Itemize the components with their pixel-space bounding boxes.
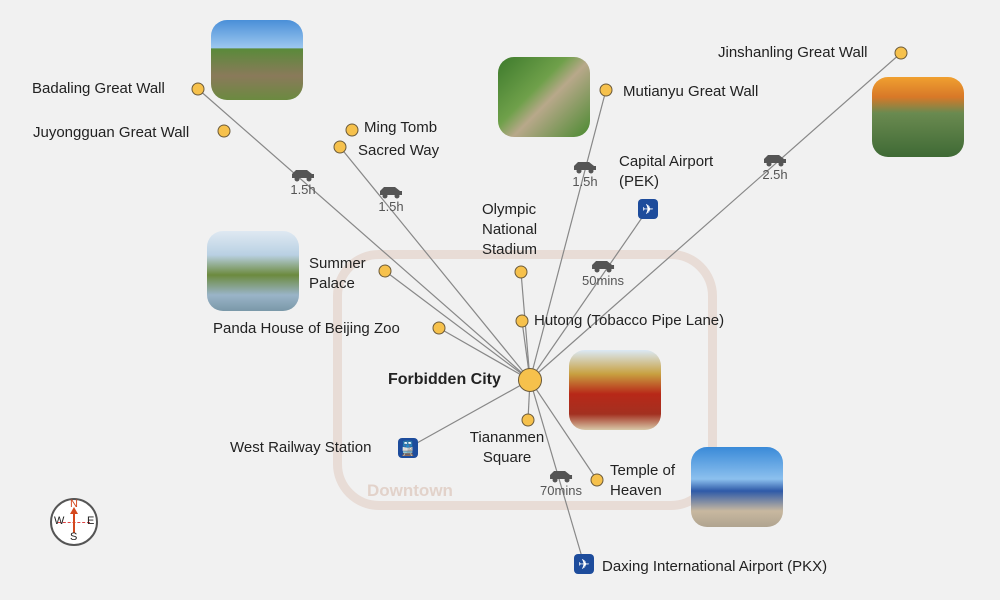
travel-time-badaling: 1.5h	[290, 168, 316, 197]
route-westrail	[407, 379, 531, 449]
car-icon	[764, 155, 786, 167]
travel-time-daxing: 70mins	[540, 469, 582, 498]
juyongguan-marker[interactable]	[217, 124, 231, 138]
summer-palace-label[interactable]: Summer Palace	[309, 255, 366, 292]
forbidden-city-photo	[569, 350, 661, 430]
summer-palace-photo	[207, 231, 299, 311]
jinshanling-marker[interactable]	[894, 46, 908, 60]
compass-icon: N S W E	[50, 498, 98, 546]
car-icon	[549, 471, 572, 483]
temple-of-heaven-photo	[691, 447, 783, 527]
route-temple	[529, 379, 598, 481]
car-icon	[292, 170, 314, 182]
tiananmen-label[interactable]: Tiananmen Square	[469, 429, 545, 466]
compass-north: N	[70, 498, 78, 510]
airplane-icon[interactable]: ✈	[638, 199, 658, 219]
temple-marker[interactable]	[590, 473, 604, 487]
badaling-label[interactable]: Badaling Great Wall	[32, 80, 165, 97]
daxing-label[interactable]: Daxing International Airport (PKX)	[602, 558, 828, 575]
west-railway-label[interactable]: West Railway Station	[230, 439, 372, 456]
route-summer	[384, 270, 531, 381]
mingtomb-label[interactable]: Ming Tomb	[364, 119, 438, 136]
mutianyu-marker[interactable]	[599, 83, 613, 97]
car-icon	[591, 261, 614, 273]
temple-label[interactable]: Temple of Heaven	[610, 462, 676, 499]
route-mutianyu	[529, 89, 607, 381]
hutong-marker[interactable]	[515, 314, 529, 328]
travel-time-jinshanling: 2.5h	[762, 153, 788, 182]
badaling-photo	[211, 20, 303, 100]
jinshanling-photo	[872, 77, 964, 157]
train-icon[interactable]: 🚆	[398, 438, 418, 458]
badaling-marker[interactable]	[191, 82, 205, 96]
airplane-icon[interactable]: ✈	[574, 554, 594, 574]
travel-time-mutianyu: 1.5h	[572, 160, 598, 189]
forbidden-city-label[interactable]: Forbidden City	[388, 371, 501, 388]
mingtomb-marker[interactable]	[345, 123, 359, 137]
panda-label[interactable]: Panda House of Beijing Zoo	[213, 320, 400, 337]
route-capital	[529, 208, 649, 381]
compass-east: E	[87, 515, 95, 527]
sacredway-marker[interactable]	[333, 140, 347, 154]
route-jinshanling	[529, 52, 902, 381]
panda-marker[interactable]	[432, 321, 446, 335]
route-panda	[438, 327, 531, 381]
travel-time-mingtomb: 1.5h	[378, 185, 404, 214]
downtown-area	[333, 250, 717, 510]
forbidden-city-marker[interactable]	[518, 368, 542, 392]
sacredway-label[interactable]: Sacred Way	[358, 142, 440, 159]
car-icon	[380, 187, 402, 199]
jinshanling-label[interactable]: Jinshanling Great Wall	[718, 44, 868, 61]
olympic-marker[interactable]	[514, 265, 528, 279]
car-icon	[574, 162, 596, 174]
mutianyu-label[interactable]: Mutianyu Great Wall	[623, 83, 759, 100]
route-mingtomb	[339, 146, 531, 381]
juyongguan-label[interactable]: Juyongguan Great Wall	[33, 124, 190, 141]
travel-time-capital: 50mins	[582, 259, 624, 288]
mutianyu-photo	[498, 57, 590, 137]
compass-west: W	[54, 515, 65, 527]
tiananmen-marker[interactable]	[521, 413, 535, 427]
olympic-label[interactable]: Olympic National Stadium	[482, 201, 538, 258]
hutong-label[interactable]: Hutong (Tobacco Pipe Lane)	[534, 312, 725, 329]
compass-south: S	[70, 531, 78, 543]
capital-airport-label[interactable]: Capital Airport (PEK)	[619, 153, 714, 190]
downtown-label: Downtown	[367, 481, 453, 500]
route-badaling	[197, 88, 531, 381]
summer-palace-marker[interactable]	[378, 264, 392, 278]
